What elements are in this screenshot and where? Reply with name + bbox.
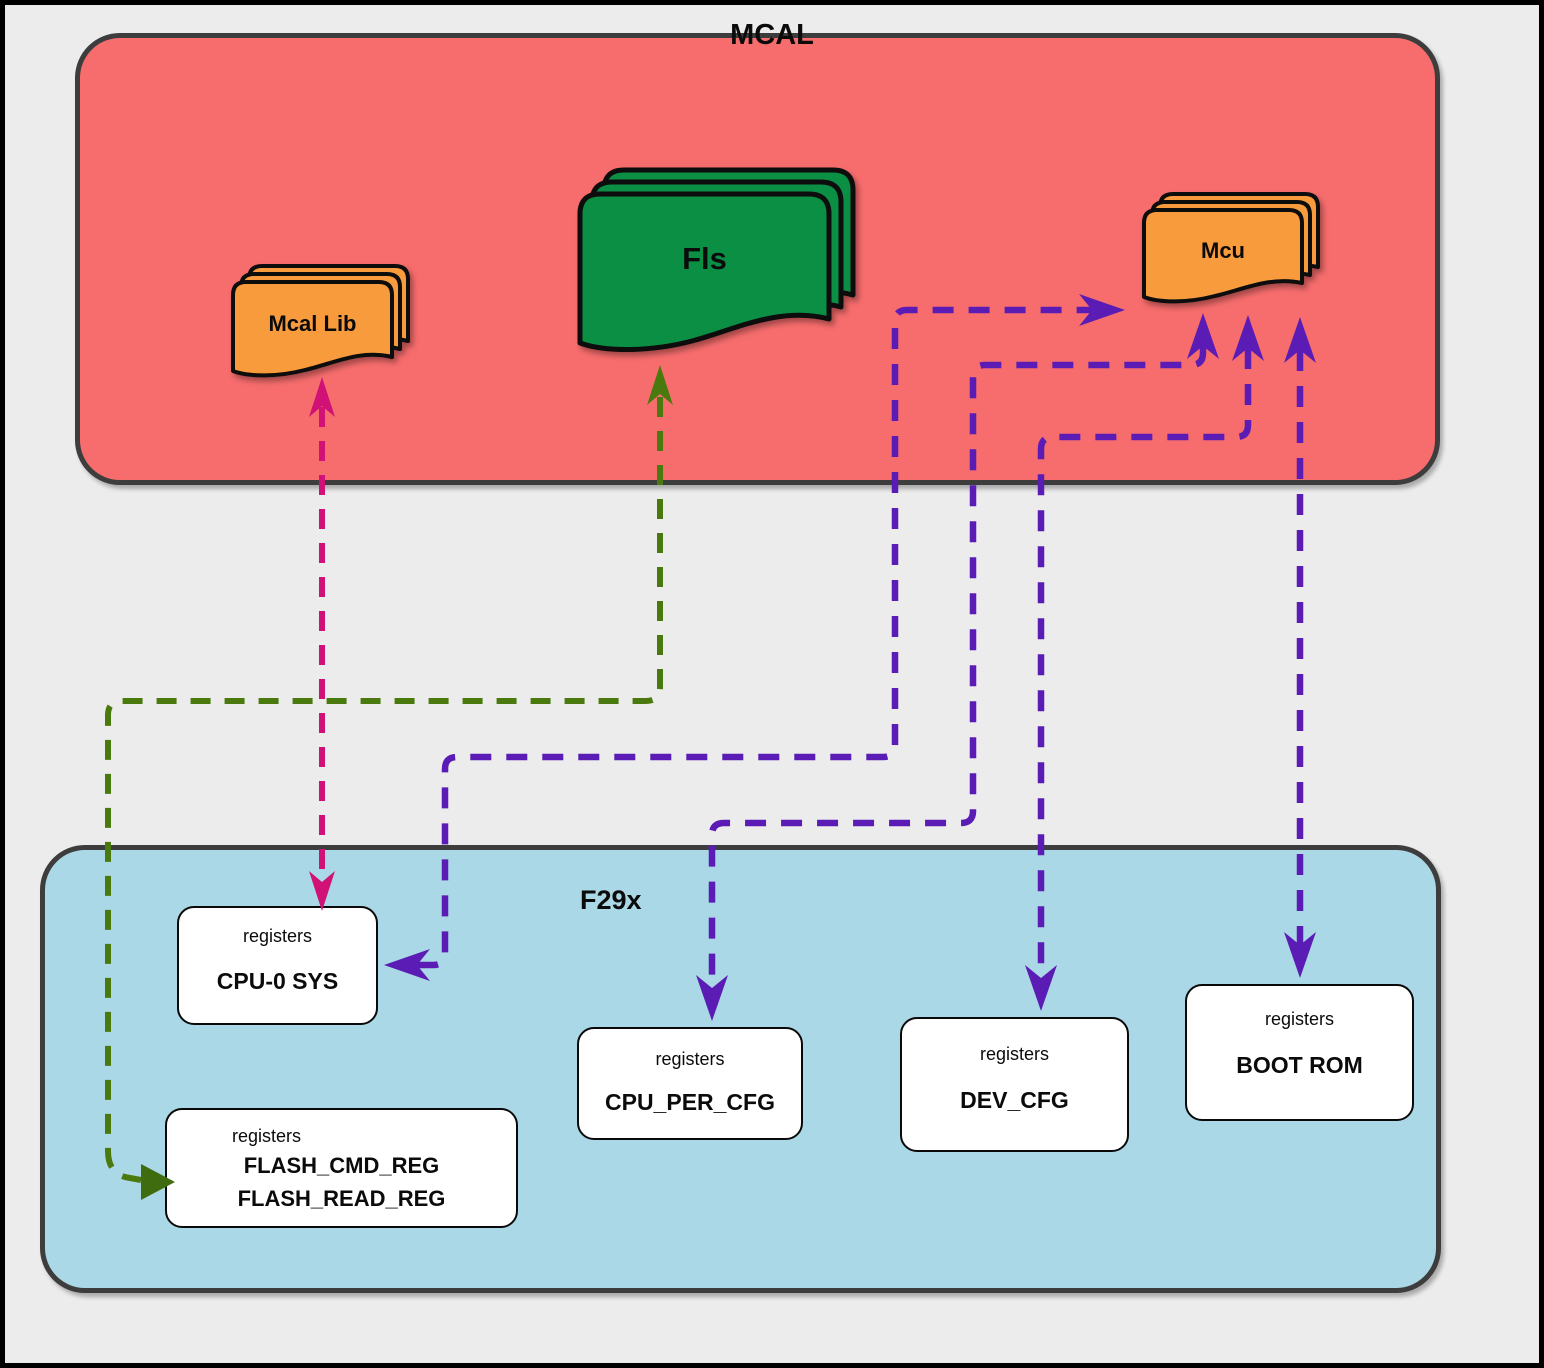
register-box-heading: registers [232,1126,302,1146]
register-name: BOOT ROM [1236,1052,1363,1078]
register-box-flash: registers FLASH_CMD_REG FLASH_READ_REG [165,1108,518,1228]
register-box-heading: registers [979,1044,1050,1064]
register-box-dev-cfg: registers DEV_CFG [900,1017,1129,1152]
register-name: FLASH_CMD_REG [243,1153,440,1178]
document-stack-icon [577,167,856,353]
register-box-heading: registers [1264,1009,1335,1029]
register-name: CPU_PER_CFG [605,1089,775,1115]
register-box-boot-rom: registers BOOT ROM [1185,984,1414,1121]
document-stack-icon [231,264,410,378]
register-box-cpu0-sys: registers CPU-0 SYS [177,906,378,1025]
register-box-heading: registers [655,1049,725,1069]
register-box-heading: registers [242,926,313,946]
register-name: CPU-0 SYS [216,968,339,994]
register-name: DEV_CFG [960,1087,1069,1113]
f29x-title: F29x [580,885,642,915]
register-box-cpu-per-cfg: registers CPU_PER_CFG [577,1027,803,1140]
document-stack-icon [1142,192,1320,304]
mcu-stack [1141,191,1321,312]
fls-stack [577,167,857,362]
register-name: FLASH_READ_REG [237,1186,446,1211]
mcal-lib-stack [230,263,411,386]
mcal-title: MCAL [730,19,814,51]
